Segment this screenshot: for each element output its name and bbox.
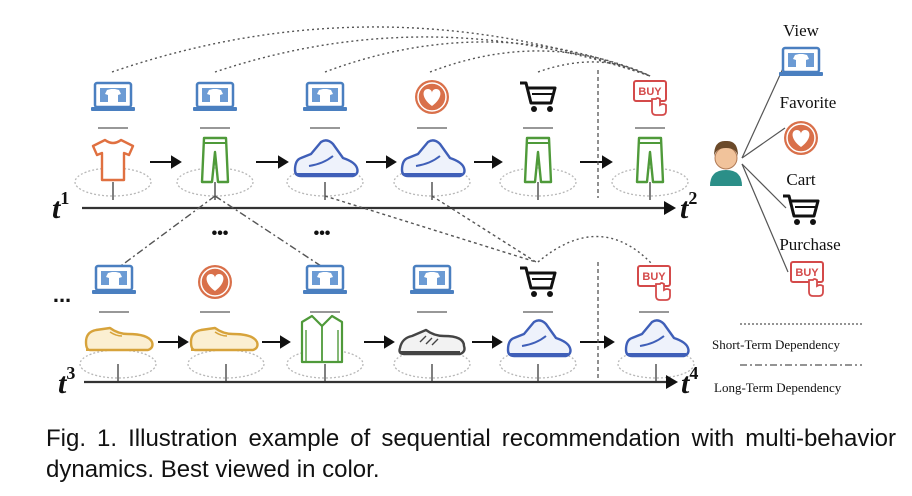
sneaker-icon <box>624 319 690 358</box>
legend-favorite-label: Favorite <box>780 93 837 112</box>
view-icon <box>301 81 349 113</box>
heart-icon <box>197 264 233 300</box>
dress-shoe-icon <box>189 326 259 352</box>
heart-icon <box>783 120 819 156</box>
dependency-legend: Short-Term Dependency Long-Term Dependen… <box>712 323 862 395</box>
ellipsis: ... <box>53 282 71 307</box>
running-shoe-icon <box>398 328 466 356</box>
heart-icon <box>414 79 450 115</box>
view-icon <box>301 264 349 296</box>
cart-icon <box>781 194 820 227</box>
long-term-arcs-top <box>111 26 651 77</box>
svg-text:BUY: BUY <box>642 271 666 283</box>
view-icon <box>777 46 825 78</box>
legend-view-label: View <box>783 21 820 40</box>
sneaker-icon <box>293 139 359 178</box>
t1-label: t1 <box>52 188 69 225</box>
cross-row-dependencies <box>117 195 653 269</box>
pants-icon <box>200 136 230 184</box>
row-1: BUY <box>74 70 689 201</box>
view-icon <box>408 264 456 296</box>
svg-text:BUY: BUY <box>795 267 819 279</box>
cart-icon <box>518 266 557 299</box>
ellipsis-dots: ••• <box>314 225 331 242</box>
t3-label: t3 <box>58 363 75 400</box>
user-avatar <box>710 140 742 186</box>
short-term-label: Short-Term Dependency <box>712 337 840 352</box>
view-icon <box>90 264 138 296</box>
view-icon <box>191 81 239 113</box>
caption-label: Fig. 1. <box>46 425 118 452</box>
buy-icon: BUY <box>637 265 671 301</box>
legend-cart-label: Cart <box>786 170 816 189</box>
pants-icon <box>523 136 553 184</box>
timeline-1: t1 t2 <box>52 188 697 225</box>
long-term-label: Long-Term Dependency <box>714 380 842 395</box>
tshirt-icon <box>91 138 135 182</box>
sneaker-icon <box>400 139 466 178</box>
dress-shoe-icon <box>84 326 154 352</box>
t2-label: t2 <box>680 188 697 225</box>
row-2: ... BUY <box>53 262 695 383</box>
buy-icon: BUY <box>633 80 667 116</box>
caption-text: Illustration example of sequential recom… <box>46 425 897 483</box>
figure-caption: Fig. 1. Illustration example of sequenti… <box>46 423 896 485</box>
pants-icon <box>635 136 665 184</box>
cart-icon <box>518 81 557 114</box>
sneaker-icon <box>506 319 572 358</box>
behavior-legend: View Favorite Cart Purchase BUY <box>710 21 841 297</box>
timeline-2: t3 t4 <box>58 363 698 400</box>
buy-icon: BUY <box>790 261 824 297</box>
recommendation-figure: BUY t <box>52 21 862 400</box>
svg-text:BUY: BUY <box>638 86 662 98</box>
view-icon <box>89 81 137 113</box>
t4-label: t4 <box>681 363 698 400</box>
legend-purchase-label: Purchase <box>779 235 840 254</box>
coat-icon <box>300 314 344 364</box>
ellipsis-dots: ••• <box>212 225 229 242</box>
